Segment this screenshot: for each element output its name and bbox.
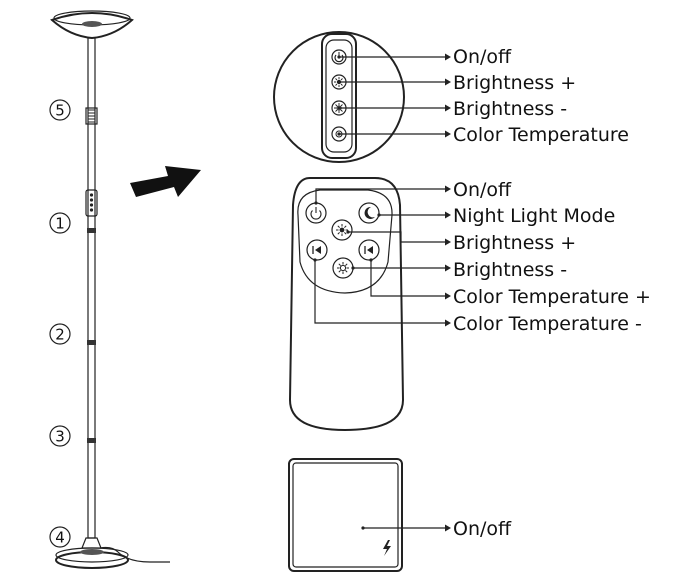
pointer-arrow-icon (130, 166, 201, 197)
panel-label-brightness-minus: Brightness - (453, 98, 567, 120)
remote-brightness-minus-button[interactable] (332, 257, 354, 279)
section-number-2: 2 (49, 323, 71, 345)
remote-label-brightness-minus: Brightness - (453, 259, 567, 281)
svg-text:5: 5 (55, 102, 65, 120)
remote-power-button[interactable] (305, 202, 327, 224)
remote-label-on-off: On/off (453, 179, 512, 201)
svg-text:1: 1 (55, 215, 65, 233)
panel-label-brightness-plus: Brightness + (453, 72, 576, 94)
section-number-5: 5 (49, 99, 71, 121)
remote-label-brightness-plus: Brightness + (453, 232, 576, 254)
panel-leader-lines (337, 53, 451, 138)
svg-text:4: 4 (55, 529, 65, 547)
remote-leader-lines (313, 185, 451, 327)
panel-zoom (273, 31, 405, 163)
remote-label-night-light-mode: Night Light Mode (453, 205, 615, 227)
lightning-icon (383, 540, 391, 556)
section-number-4: 4 (49, 526, 71, 548)
panel-label-color-temperature: Color Temperature (453, 124, 629, 146)
svg-text:2: 2 (55, 326, 65, 344)
remote-color-temperature-minus-button[interactable] (306, 239, 328, 261)
remote-night-light-button[interactable] (358, 202, 380, 224)
section-number-3: 3 (49, 425, 71, 447)
remote-label-color-temperature-minus: Color Temperature - (453, 313, 642, 335)
remote-brightness-plus-button[interactable] (331, 219, 353, 241)
svg-text:3: 3 (55, 428, 65, 446)
panel-label-on-off: On/off (453, 46, 512, 68)
touch-pad-leader-line (361, 524, 451, 532)
floor-lamp (50, 10, 170, 569)
touch-pad[interactable] (288, 458, 403, 572)
remote-control (288, 177, 405, 432)
touch-pad-label-on-off: On/off (453, 518, 512, 540)
remote-color-temperature-plus-button[interactable] (358, 239, 380, 261)
section-number-1: 1 (49, 212, 71, 234)
remote-label-color-temperature-plus: Color Temperature + (453, 286, 651, 308)
